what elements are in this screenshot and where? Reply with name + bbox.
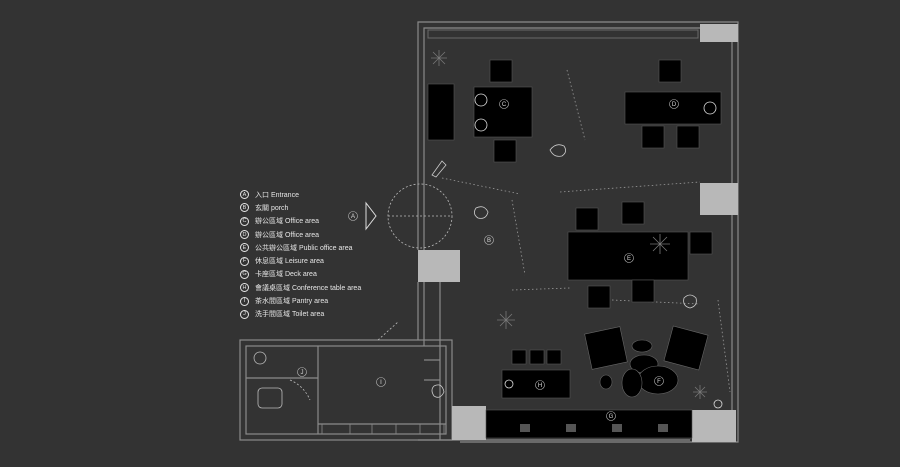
deck-circle [713, 399, 723, 409]
plan-label-c: C [502, 102, 507, 108]
accent-chairs [431, 144, 697, 309]
plan-label-b: B [487, 238, 491, 244]
legend-item: I 茶水間區域 Pantry area [240, 294, 410, 307]
plan-label-e: E [627, 256, 631, 262]
legend-label: 玄關 porch [255, 204, 289, 212]
legend-item: E 公共辦公區域 Public office area [240, 241, 410, 254]
public-office-furniture [567, 201, 713, 309]
legend-label: 會議桌區域 Conference table area [255, 284, 362, 292]
deck-tables [520, 424, 668, 432]
columns [418, 24, 738, 442]
legend-item: C 辦公區域 Office area [240, 215, 410, 228]
plan-label-d: D [672, 102, 677, 108]
legend-label: 茶水間區域 Pantry area [255, 298, 329, 306]
plan-label-a: A [351, 214, 355, 220]
zone-label-circles [297, 99, 679, 421]
legend-label: 辦公區域 Office area [255, 231, 320, 239]
entrance-door [387, 183, 453, 249]
legend-item: B 玄關 porch [240, 201, 410, 214]
legend-letter-badge: C [240, 216, 249, 226]
plan-label-h: H [538, 383, 542, 389]
legend-letter-badge: D [240, 230, 249, 240]
legend-letter-badge: B [240, 203, 249, 213]
zone-lines [441, 69, 731, 393]
legend-letter-badge: G [240, 269, 249, 279]
pantry-fixtures [321, 423, 445, 435]
plan-label-f: F [657, 379, 661, 385]
legend-label: 洗手間區域 Toilet area [255, 311, 325, 319]
legend-label: 公共辦公區域 Public office area [255, 244, 353, 252]
plan-label-g: G [609, 414, 614, 420]
toilet-fixtures [253, 321, 399, 409]
plan-label-i: I [380, 380, 382, 386]
legend-item: D 辦公區域 Office area [240, 228, 410, 241]
legend-item: J 洗手間區域 Toilet area [240, 308, 410, 321]
legend-label: 辦公區域 Office area [255, 218, 320, 226]
legend-item: H 會議桌區域 Conference table area [240, 281, 410, 294]
conference-circle [504, 379, 514, 389]
legend-item: F 休息區域 Leisure area [240, 254, 410, 267]
legend-letter-badge: J [240, 309, 249, 319]
office-d-circle [703, 101, 717, 115]
legend-letter-badge: E [240, 243, 249, 253]
leisure-furniture [584, 325, 709, 398]
office-d-furniture [624, 59, 722, 149]
legend-letter-badge: H [240, 283, 249, 293]
sink-icon [431, 384, 445, 398]
office-c-furniture [427, 59, 533, 163]
plan-label-j: J [301, 370, 304, 376]
conference-furniture [501, 349, 571, 399]
office-c-circles [474, 93, 488, 132]
planter-strip [427, 29, 699, 39]
plants [431, 50, 707, 399]
legend-letter-badge: F [240, 256, 249, 266]
legend-letter-badge: I [240, 296, 249, 306]
legend-item: A 入口 Entrance [240, 188, 410, 201]
legend-letter-badge: A [240, 190, 249, 200]
legend-label: 卡座區域 Deck area [255, 271, 317, 279]
zone-labels: A B C D E F G H I J [301, 102, 677, 420]
legend-label: 休息區域 Leisure area [255, 258, 324, 266]
entrance-arrow [365, 201, 377, 231]
legend-item: G 卡座區域 Deck area [240, 268, 410, 281]
legend-label: 入口 Entrance [255, 191, 299, 199]
